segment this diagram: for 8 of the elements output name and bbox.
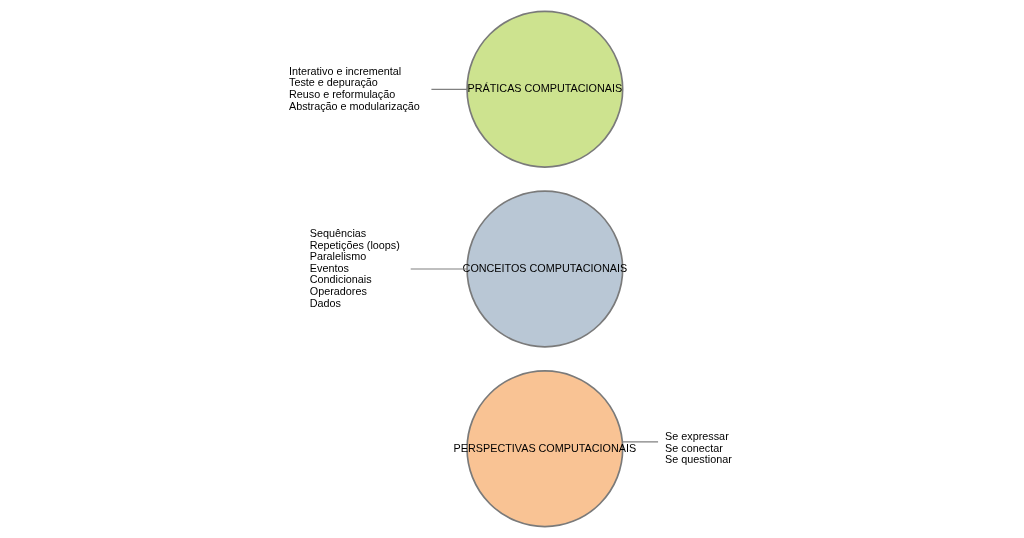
node-text: Se expressar Se conectar Se questionar [665,429,732,466]
connector [430,88,468,90]
node-label: PERSPECTIVAS COMPUTACIONAIS [453,441,637,454]
node-text: Sequências Repetições (loops) Paralelismo Eventos Condicionais Operadores Dados [309,226,400,309]
connector [621,441,659,443]
node-text: Interativo e incremental Teste e depuração Reuso e reformulação Abstração e modularização [288,64,420,112]
connector [410,268,468,270]
node-circle: PRÁTICAS COMPUTACIONAIS [466,10,624,168]
